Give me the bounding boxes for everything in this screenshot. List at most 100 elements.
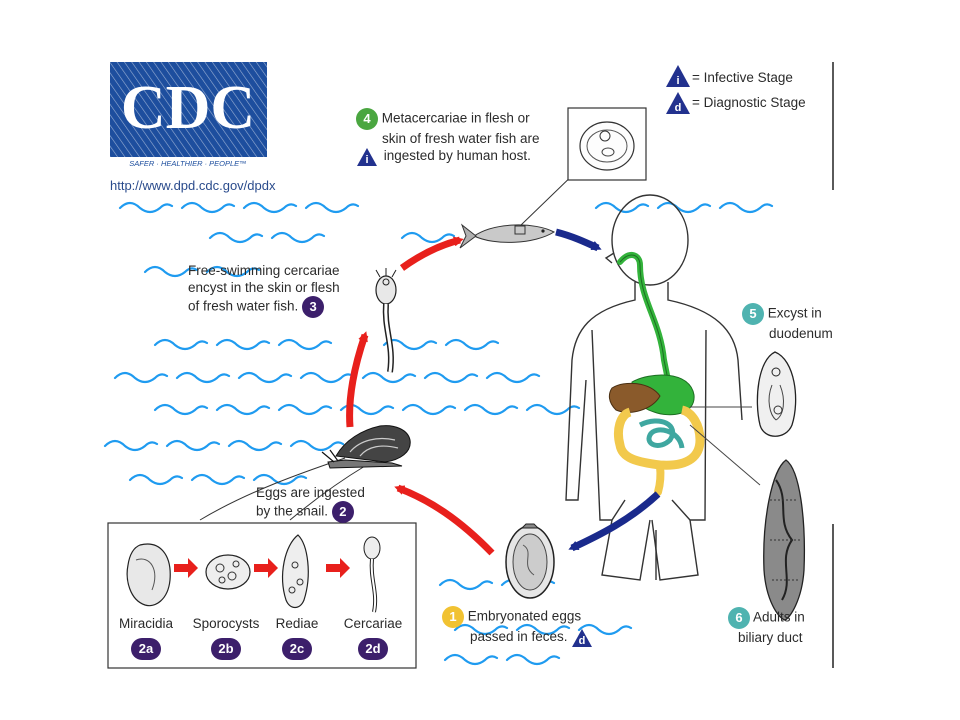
substage-arrows — [174, 558, 350, 578]
wave-stroke — [165, 439, 221, 452]
wave-stroke — [423, 371, 479, 384]
infective-symbol: i — [676, 75, 679, 87]
stage-3-line1: Free-swimming cercariae — [188, 263, 340, 278]
stage-4-line3: ingested by human host. — [383, 148, 531, 163]
wave-stroke — [438, 578, 494, 591]
wave-stroke — [277, 338, 333, 351]
egg-illustration — [505, 523, 555, 599]
redia-illustration — [282, 534, 309, 609]
svg-text:d: d — [579, 635, 586, 647]
wave-stroke — [401, 403, 457, 416]
wave-stroke — [208, 231, 264, 244]
wave-stroke — [215, 403, 271, 416]
stage-3-label: Free-swimming cercariae encyst in the sk… — [188, 262, 340, 318]
wave-stroke — [444, 338, 500, 351]
stage-4-badge: 4 — [356, 108, 378, 130]
cdc-tagline: SAFER · HEALTHIER · PEOPLE™ — [129, 159, 246, 168]
source-url[interactable]: http://www.dpd.cdc.gov/dpdx — [110, 178, 276, 193]
wave-stroke — [118, 201, 174, 214]
wave-stroke — [577, 623, 633, 636]
wave-stroke — [382, 338, 438, 351]
wave-stroke — [289, 439, 345, 452]
wave-stroke — [277, 403, 333, 416]
cdc-logo-text: CDC — [121, 74, 255, 142]
arrow-snail-to-cercariae — [346, 331, 369, 428]
legend-infective: i = Infective Stage — [666, 65, 793, 87]
wave-stroke — [103, 439, 159, 452]
stage-5-badge: 5 — [742, 303, 764, 325]
metacercaria-inset — [567, 107, 647, 181]
wave-stroke — [463, 403, 519, 416]
wave-stroke — [594, 201, 650, 214]
substage-sporocysts-badge: 2b — [211, 638, 241, 660]
stage-6-badge: 6 — [728, 607, 750, 629]
substage-rediae: Rediae 2c — [266, 615, 328, 660]
snail-substage-box — [107, 522, 417, 669]
wave-stroke — [128, 473, 184, 486]
wave-stroke — [525, 403, 581, 416]
wave-stroke — [175, 371, 231, 384]
stage-1-line2: passed in feces. — [470, 629, 568, 644]
stage-3-line2: encyst in the skin or flesh — [188, 280, 340, 295]
snail-illustration — [321, 425, 411, 469]
stage-3-badge: 3 — [302, 296, 325, 318]
substage-sporocysts-label: Sporocysts — [192, 616, 260, 631]
cycle-arrows-blue — [555, 228, 661, 552]
stage-3-line3: of fresh water fish. — [188, 298, 299, 314]
wave-stroke — [113, 371, 169, 384]
stage-2-line2: by the snail. — [256, 503, 329, 519]
wave-stroke — [153, 338, 209, 351]
substage-sporocysts: Sporocysts 2b — [186, 615, 266, 660]
wave-stroke — [718, 201, 774, 214]
wave-stroke — [453, 623, 509, 636]
legend-diagnostic: d = Diagnostic Stage — [666, 92, 806, 114]
wave-stroke — [400, 231, 456, 244]
wave-stroke — [505, 653, 561, 666]
diagnostic-symbol: d — [675, 102, 682, 114]
stage-5-label: 5 Excyst in duodenum — [742, 303, 833, 342]
wave-stroke — [242, 201, 298, 214]
stage-1-badge: 1 — [442, 606, 464, 628]
diagnostic-stage-icon: d — [571, 628, 593, 648]
substage-miracidia: Miracidia 2a — [115, 615, 177, 660]
wave-stroke — [443, 653, 499, 666]
stage-5-line1: Excyst in — [767, 305, 822, 321]
wave-stroke — [304, 201, 360, 214]
stage-2-label: Eggs are ingested by the snail. 2 — [256, 484, 365, 523]
wave-stroke — [205, 265, 261, 278]
wave-stroke — [361, 371, 417, 384]
wave-stroke — [299, 371, 355, 384]
wave-stroke — [515, 623, 571, 636]
substage-cercariae-badge: 2d — [358, 638, 388, 660]
wave-stroke — [656, 201, 712, 214]
substage-miracidia-label: Miracidia — [118, 616, 173, 631]
arrow-fish-to-human — [555, 228, 602, 252]
substage-cercariae-label: Cercariae — [343, 616, 403, 631]
wave-stroke — [270, 231, 326, 244]
cercaria-illustration — [375, 268, 397, 373]
substage-rediae-badge: 2c — [282, 638, 312, 660]
stage-2-badge: 2 — [331, 501, 354, 523]
cdc-logo: CDC SAFER · HEALTHIER · PEOPLE™ — [110, 62, 267, 168]
arrow-human-to-eggs — [568, 491, 661, 552]
wave-stroke — [252, 473, 308, 486]
stage-1-line1: Embryonated eggs — [467, 608, 582, 624]
substage-rediae-label: Rediae — [275, 616, 319, 631]
wave-stroke — [180, 201, 236, 214]
stage-6-label: 6 Adults in biliary duct — [728, 607, 805, 646]
stage-1-label: 1 Embryonated eggs passed in feces. d — [442, 606, 593, 648]
human-body — [565, 194, 743, 581]
stage-6-line2: biliary duct — [738, 630, 803, 645]
wave-stroke — [143, 265, 199, 278]
cycle-arrows-red — [346, 236, 495, 556]
cercaria-small-illustration — [363, 536, 381, 613]
stage-2-line1: Eggs are ingested — [256, 485, 365, 500]
stage-4-line1: Metacercariae in flesh or — [381, 110, 530, 126]
substage-cercariae: Cercariae 2d — [336, 615, 410, 660]
diagnostic-label: = Diagnostic Stage — [692, 95, 806, 110]
substage-miracidia-badge: 2a — [131, 638, 161, 660]
infective-label: = Infective Stage — [692, 70, 793, 85]
wave-stroke — [215, 338, 271, 351]
arrow-cercariae-to-fish — [399, 236, 464, 271]
wave-stroke — [190, 473, 246, 486]
